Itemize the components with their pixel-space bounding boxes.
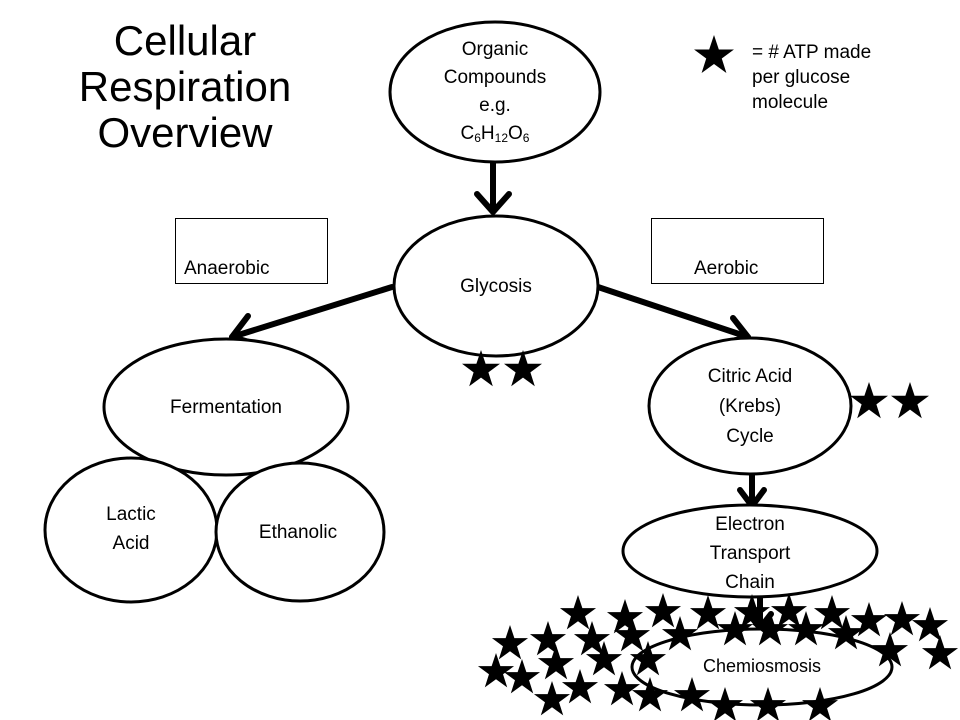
electron-transport-chain-node bbox=[621, 503, 879, 599]
organic-line: Organic bbox=[461, 39, 529, 60]
anaerobic-label: Anaerobic bbox=[184, 258, 270, 279]
anaerobic-box bbox=[175, 218, 328, 284]
aerobic-box bbox=[651, 218, 824, 284]
atp-star-icon bbox=[559, 595, 597, 630]
glycosis-label: Glycosis bbox=[460, 276, 532, 297]
atp-star-icon bbox=[477, 653, 515, 688]
atp-star-icon bbox=[911, 607, 949, 642]
atp-star-icon bbox=[533, 681, 571, 716]
atp-star-icon bbox=[921, 635, 959, 670]
fermentation-label: Fermentation bbox=[170, 397, 282, 418]
lactic-acid-label: Lactic Acid bbox=[106, 504, 156, 554]
arrow-organic-to-glycosis bbox=[474, 157, 512, 215]
title-line: Overview bbox=[97, 109, 273, 156]
atp-star-icon bbox=[561, 669, 599, 704]
krebs-cycle-label: Citric Acid (Krebs) Cycle bbox=[707, 366, 793, 447]
krebs-atp-stars bbox=[850, 382, 929, 419]
atp-star-icon bbox=[644, 593, 682, 628]
atp-star-icon bbox=[891, 382, 929, 419]
title-line: Cellular bbox=[113, 17, 257, 64]
legend-line: per glucose bbox=[752, 67, 851, 88]
atp-star-icon bbox=[883, 601, 921, 636]
legend-line: = # ATP made bbox=[752, 42, 872, 63]
glucose-formula: C6H12O6 bbox=[460, 123, 530, 145]
arrow-glycosis-to-fermentation bbox=[229, 284, 395, 347]
atp-star-icon bbox=[850, 382, 888, 419]
electron-transport-chain-label: Electron Transport Chain bbox=[709, 514, 791, 593]
chemiosmosis-label: Chemiosmosis bbox=[702, 656, 822, 676]
ethanolic-node bbox=[214, 461, 386, 603]
atp-star-icon bbox=[694, 35, 734, 74]
krebs-cycle-node bbox=[647, 336, 853, 476]
fermentation-node bbox=[102, 337, 350, 477]
atp-star-icon bbox=[606, 599, 644, 634]
organic-compounds-label: Organic Compounds e.g. C6H12O6 bbox=[395, 36, 595, 148]
atp-star-icon bbox=[491, 625, 529, 660]
aerobic-label: Aerobic bbox=[694, 258, 759, 279]
organic-line: Compounds bbox=[443, 67, 547, 88]
legend-line: molecule bbox=[752, 92, 829, 113]
organic-compounds-node bbox=[388, 20, 602, 164]
diagram-title: Cellular Respiration Overview bbox=[40, 18, 330, 156]
legend-text: = # ATP made per glucose molecule bbox=[752, 40, 952, 115]
atp-star-icon bbox=[529, 621, 567, 656]
arrow-glycosis-to-krebs bbox=[595, 284, 751, 346]
atp-star-icon bbox=[770, 593, 808, 628]
atp-star-icon bbox=[503, 659, 541, 694]
glycosis-node bbox=[392, 214, 600, 358]
legend-star-icon bbox=[694, 35, 734, 74]
ethanolic-label: Ethanolic bbox=[258, 522, 338, 543]
organic-line: e.g. bbox=[479, 95, 511, 116]
title-line: Respiration bbox=[78, 63, 292, 110]
